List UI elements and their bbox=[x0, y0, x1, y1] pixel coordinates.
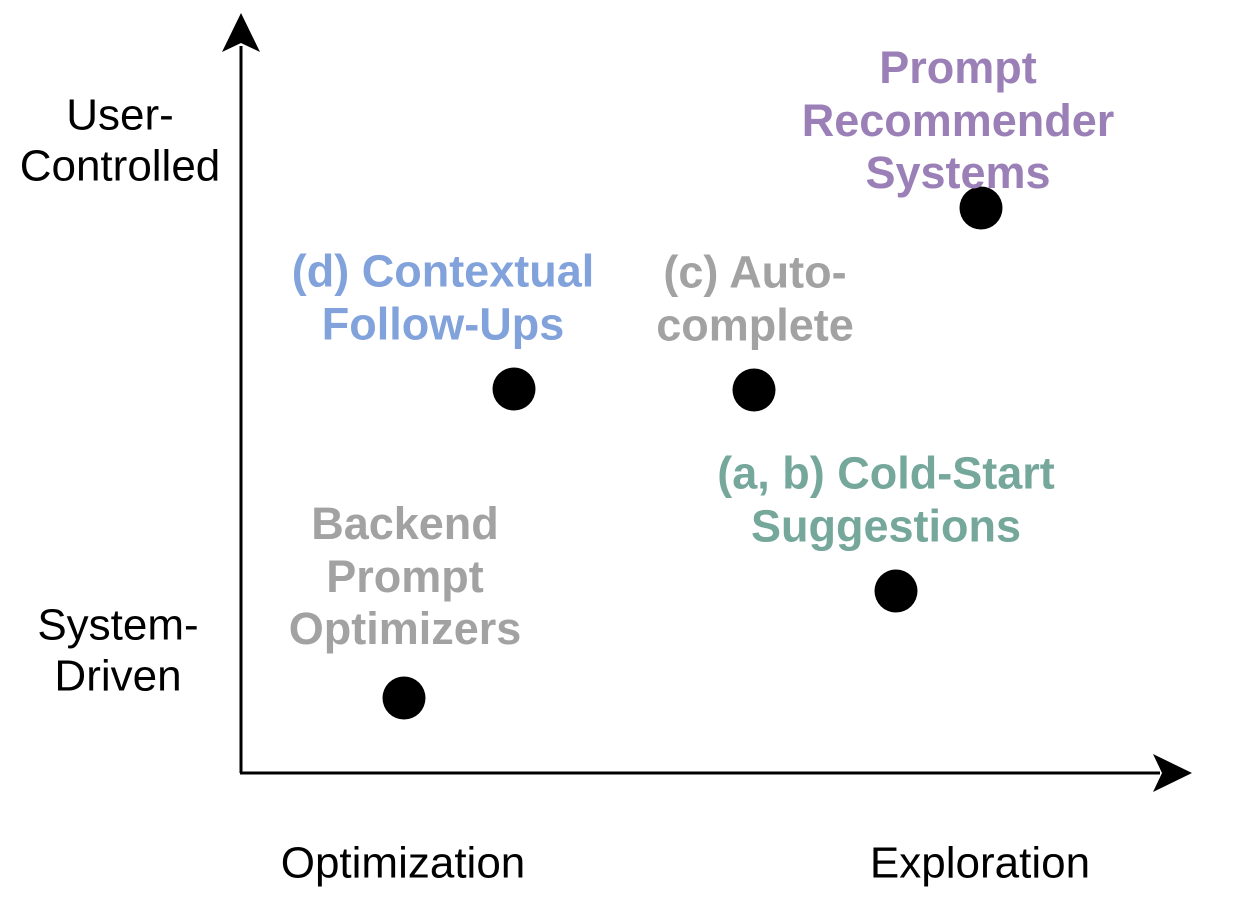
contextual-follow-ups-dot bbox=[492, 367, 536, 411]
cold-start-suggestions-label: (a, b) Cold-Start Suggestions bbox=[717, 447, 1055, 551]
x-axis-label-right: Exploration bbox=[869, 838, 1091, 888]
backend-prompt-optimizers-dot bbox=[382, 676, 426, 720]
contextual-follow-ups-label: (d) Contextual Follow-Ups bbox=[291, 245, 595, 349]
prompt-recommender-systems-label: Prompt Recommender Systems bbox=[801, 42, 1115, 199]
auto-complete-label: (c) Auto- complete bbox=[656, 246, 854, 350]
y-axis-label-bottom: System- Driven bbox=[37, 600, 199, 700]
backend-prompt-optimizers-label: Backend Prompt Optimizers bbox=[288, 498, 522, 655]
x-axis-label-left: Optimization bbox=[280, 838, 526, 888]
auto-complete-dot bbox=[732, 368, 776, 412]
prompt-recommender-systems-dot bbox=[959, 186, 1003, 230]
y-axis-arrowhead bbox=[222, 13, 260, 52]
y-axis-label-top: User- Controlled bbox=[19, 90, 221, 190]
x-axis-arrowhead bbox=[1153, 754, 1192, 792]
cold-start-suggestions-dot bbox=[874, 569, 918, 613]
